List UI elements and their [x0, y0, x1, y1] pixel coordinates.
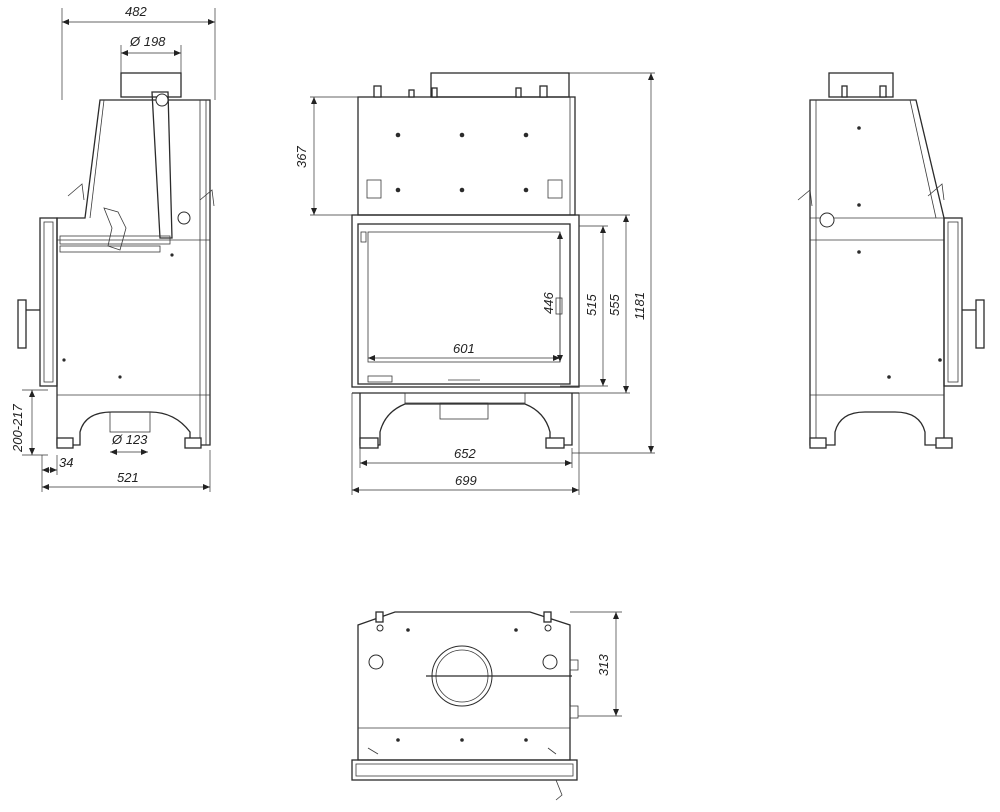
- label-air-inlet-diameter: Ø 123: [111, 432, 148, 447]
- left-view-dimensions: [22, 8, 216, 492]
- label-total-height: 1181: [632, 292, 647, 320]
- front-view: [351, 72, 580, 449]
- left-side-view: [17, 72, 215, 449]
- label-side-depth: 521: [117, 470, 139, 485]
- label-top-depth: 313: [596, 654, 611, 676]
- label-glass-height: 446: [541, 292, 556, 314]
- label-upper-height: 367: [294, 146, 309, 168]
- label-front-width: 699: [455, 473, 477, 488]
- label-side-width: 482: [125, 4, 147, 19]
- label-leg-offset: 34: [59, 455, 73, 470]
- label-flue-diameter: Ø 198: [129, 34, 166, 49]
- label-leg-width: 652: [454, 446, 476, 461]
- top-view-dimensions: [570, 611, 622, 717]
- label-leg-height: 200-217: [10, 404, 25, 453]
- dimension-labels: 482 Ø 198 Ø 123 34 521 200-217 367 446 5…: [10, 4, 647, 676]
- label-opening-height: 555: [607, 294, 622, 316]
- label-glass-width: 601: [453, 341, 475, 356]
- right-side-view: [797, 72, 985, 449]
- front-view-dimensions: [310, 72, 655, 495]
- label-door-height: 515: [584, 294, 599, 316]
- top-view: [351, 611, 579, 801]
